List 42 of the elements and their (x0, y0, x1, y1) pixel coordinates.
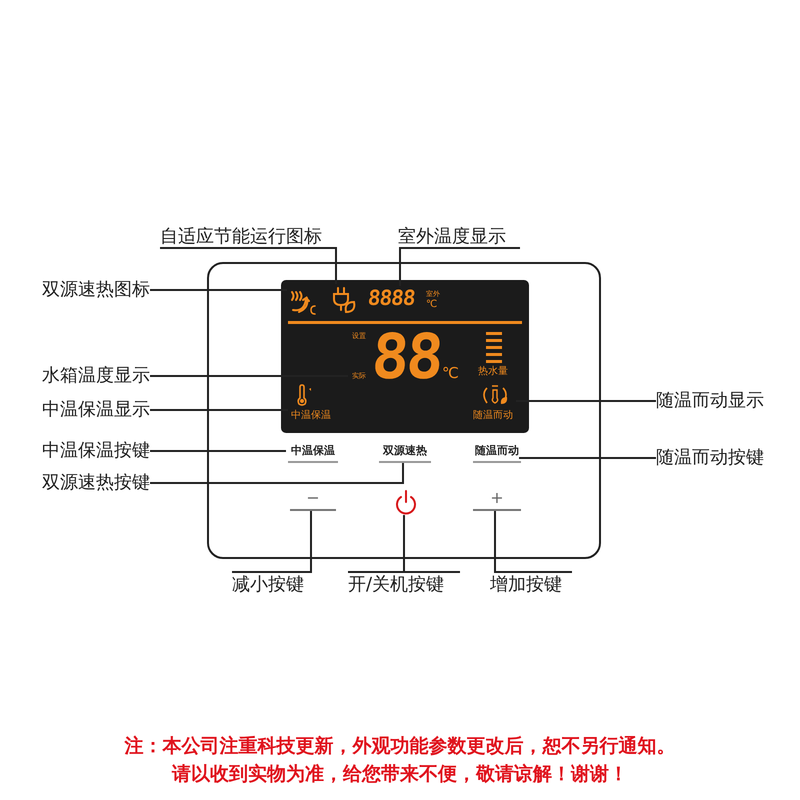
note-text: 注：本公司注重科技更新，外观功能参数更改后，恕不另行通知。 (123, 734, 676, 758)
leader-line (150, 409, 288, 411)
unit-text: ℃ (426, 299, 438, 311)
callout-label: 减小按键 (232, 574, 314, 596)
key-button: 随温而动 (473, 443, 521, 463)
leader-line (150, 461, 404, 484)
key-button: 双源速热 (379, 443, 431, 463)
leader-line (150, 289, 287, 291)
power-icon (396, 489, 416, 517)
leader-line (232, 509, 312, 573)
callout-label: 双源速热按键 (0, 472, 150, 494)
display-text: 随温而动 (473, 410, 513, 422)
callout-label: 开/关机按键 (348, 574, 460, 596)
plus-button: + (473, 489, 521, 511)
callout-label: 中温保温按键 (0, 440, 150, 462)
callout-label: 增加按键 (490, 574, 572, 596)
leader-line (519, 457, 656, 459)
leader-line (399, 247, 520, 286)
display-text: 中温保温 (291, 410, 331, 422)
minus-button: − (290, 489, 336, 511)
callout-label: 自适应节能运行图标 (160, 226, 340, 247)
callout-label: 中温保温显示 (0, 399, 150, 421)
callout-label: 室外温度显示 (398, 226, 520, 247)
note-text: 请以收到实物为准，给您带来不便，敬请谅解！谢谢！ (170, 762, 629, 786)
control-panel (207, 262, 601, 559)
callout-label: 水箱温度显示 (0, 365, 150, 387)
unit-text: ℃ (442, 364, 459, 382)
callout-label: 双源速热图标 (0, 279, 150, 301)
leader-line (494, 509, 572, 573)
leader-line (347, 514, 461, 573)
leader-line (516, 400, 656, 402)
digit-readout: 8888 (366, 286, 416, 310)
callout-label: 随温而动显示 (656, 390, 786, 412)
key-button: 中温保温 (288, 443, 338, 463)
leader-line (150, 375, 348, 377)
callout-label: 随温而动按键 (656, 447, 786, 469)
display-screen (281, 280, 529, 433)
display-text: 热水量 (478, 366, 508, 378)
plug-leaf-icon (332, 286, 356, 314)
digit-readout: 88 (370, 324, 443, 390)
leader-line (150, 450, 286, 452)
leader-line (160, 247, 337, 284)
